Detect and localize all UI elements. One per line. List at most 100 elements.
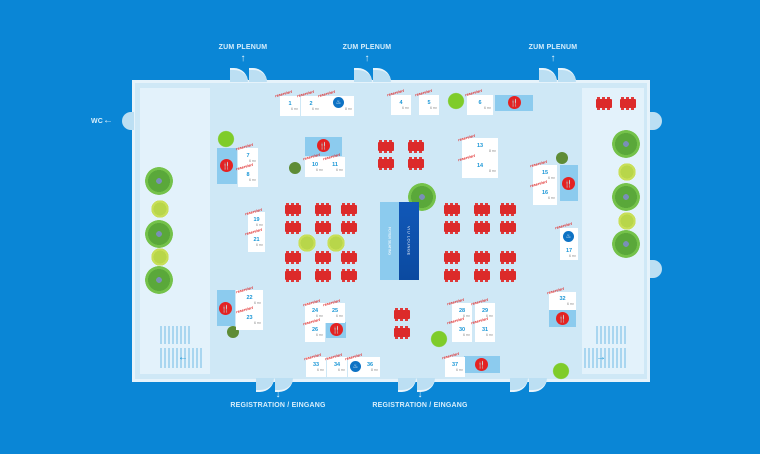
lounge-icon: ♨ [333, 97, 344, 108]
up-arrow-icon: ↑ [364, 53, 370, 64]
door-plenum-2b[interactable] [373, 68, 391, 82]
table-icon [474, 203, 490, 216]
left-arrow-icon: ← [178, 352, 188, 363]
down-arrow-icon: ↓ [275, 389, 281, 400]
plant-icon [217, 130, 235, 148]
table-icon [285, 251, 301, 264]
table-icon [596, 97, 612, 110]
door-plenum-1a[interactable] [230, 68, 248, 82]
plant-icon [289, 162, 301, 174]
table-icon [444, 221, 460, 234]
plenum-exit-label-3: ZUM PLENUM [528, 44, 578, 51]
table-icon [285, 221, 301, 234]
catering-icon: 🍴 [562, 177, 575, 190]
door-registration-1b[interactable] [275, 378, 293, 392]
table-icon [444, 269, 460, 282]
registration-label-1: REGISTRATION / EINGANG [230, 402, 326, 409]
plant-icon [618, 163, 636, 181]
table-icon [500, 269, 516, 282]
right-arrow-icon: → [596, 352, 606, 363]
door-registration-2a[interactable] [398, 378, 416, 392]
table-icon [341, 251, 357, 264]
stairs-right-lower [584, 348, 628, 368]
door-registration-1a[interactable] [256, 378, 274, 392]
plant-icon [145, 266, 173, 294]
table-icon [408, 157, 424, 170]
plant-icon [145, 220, 173, 248]
stairs-left-upper [160, 326, 190, 344]
table-icon [474, 221, 490, 234]
door-plenum-3a[interactable] [539, 68, 557, 82]
door-plenum-2a[interactable] [354, 68, 372, 82]
door-registration-2b[interactable] [417, 378, 435, 392]
up-arrow-icon: ↑ [240, 53, 246, 64]
table-icon [474, 251, 490, 264]
plant-icon [447, 92, 465, 110]
door-side-b[interactable] [529, 378, 547, 392]
door-side-a[interactable] [510, 378, 528, 392]
registration-label-2: REGISTRATION / EINGANG [372, 402, 468, 409]
table-icon [315, 221, 331, 234]
plant-icon [298, 234, 316, 252]
plant-icon [556, 152, 568, 164]
catering-icon: 🍴 [475, 358, 488, 371]
door-wc[interactable] [122, 112, 134, 130]
table-icon [315, 269, 331, 282]
table-icon [500, 203, 516, 216]
table-icon [620, 97, 636, 110]
catering-icon: 🍴 [220, 159, 233, 172]
stairs-left-lower [160, 348, 204, 368]
plant-icon [612, 183, 640, 211]
down-arrow-icon: ↓ [417, 389, 423, 400]
door-plenum-3b[interactable] [558, 68, 576, 82]
catering-icon: 🍴 [508, 96, 521, 109]
door-right-2[interactable] [650, 260, 662, 278]
door-right-1[interactable] [650, 112, 662, 130]
catering-icon: 🍴 [330, 323, 343, 336]
catering-icon: 🍴 [219, 302, 232, 315]
table-icon [315, 203, 331, 216]
plant-icon [151, 200, 169, 218]
wc-label: WC [90, 118, 104, 125]
table-icon [394, 308, 410, 321]
door-plenum-1b[interactable] [249, 68, 267, 82]
table-icon [341, 221, 357, 234]
table-icon [500, 221, 516, 234]
left-arrow-icon: ← [103, 115, 113, 126]
plant-icon [145, 167, 173, 195]
table-icon [444, 203, 460, 216]
table-icon [500, 251, 516, 264]
plenum-exit-label-2: ZUM PLENUM [342, 44, 392, 51]
plant-icon [151, 248, 169, 266]
table-icon [315, 251, 331, 264]
plant-icon [552, 362, 570, 380]
